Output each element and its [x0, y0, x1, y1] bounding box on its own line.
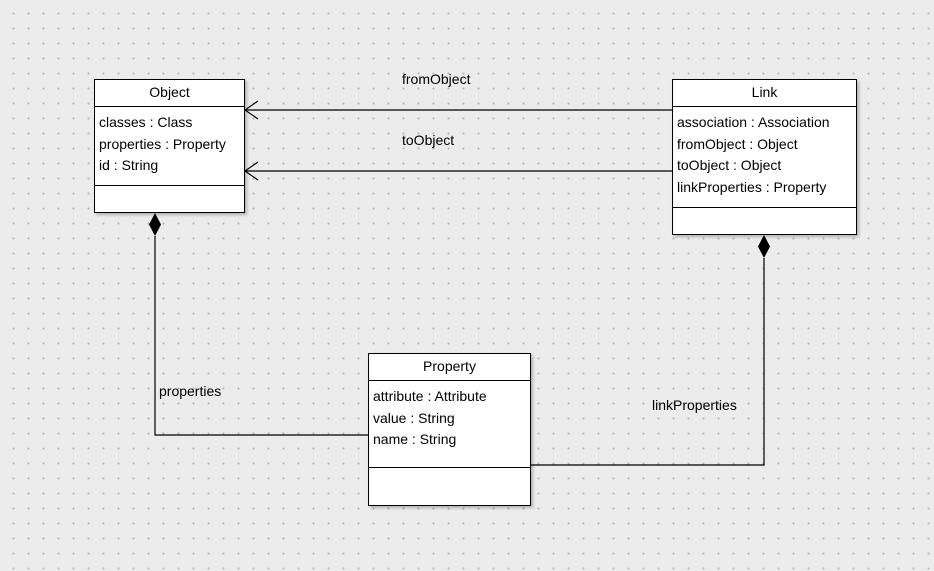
class-name: Link: [673, 80, 856, 107]
composition-diamond-icon: [149, 213, 161, 236]
attribute: fromObject : Object: [677, 135, 798, 152]
attribute: properties : Property: [99, 135, 226, 152]
attribute: name : String: [373, 431, 457, 447]
attribute: classes : Class: [99, 114, 193, 130]
attribute-compartment: classes : Class properties : Property id…: [95, 107, 244, 186]
attribute-compartment: attribute : Attribute value : String nam…: [369, 381, 530, 468]
open-arrowhead-icon: [243, 100, 259, 120]
properties-composition[interactable]: [149, 213, 369, 436]
attribute: attribute : Attribute: [373, 388, 487, 404]
linkProperties-label: linkProperties: [652, 397, 737, 413]
fromObject-association[interactable]: [243, 100, 673, 120]
toObject-association[interactable]: [243, 161, 673, 181]
attribute: value : String: [373, 409, 455, 426]
attribute: toObject : Object: [677, 157, 782, 173]
attribute: linkProperties : Property: [677, 178, 827, 195]
class-name: Property: [369, 354, 530, 381]
toObject-label: toObject: [402, 132, 455, 148]
class-link[interactable]: Link association : Association fromObjec…: [672, 79, 857, 235]
class-name: Object: [95, 80, 244, 107]
properties-label: properties: [159, 383, 222, 399]
open-arrowhead-icon: [243, 161, 259, 181]
attribute: id : String: [99, 157, 159, 173]
attribute: association : Association: [677, 114, 830, 130]
class-object[interactable]: Object classes : Class properties : Prop…: [94, 79, 245, 213]
class-property[interactable]: Property attribute : Attribute value : S…: [368, 353, 531, 506]
attribute-compartment: association : Association fromObject : O…: [673, 107, 856, 208]
composition-diamond-icon: [758, 235, 770, 258]
fromObject-label: fromObject: [402, 71, 471, 87]
linkProperties-composition[interactable]: [530, 235, 770, 466]
